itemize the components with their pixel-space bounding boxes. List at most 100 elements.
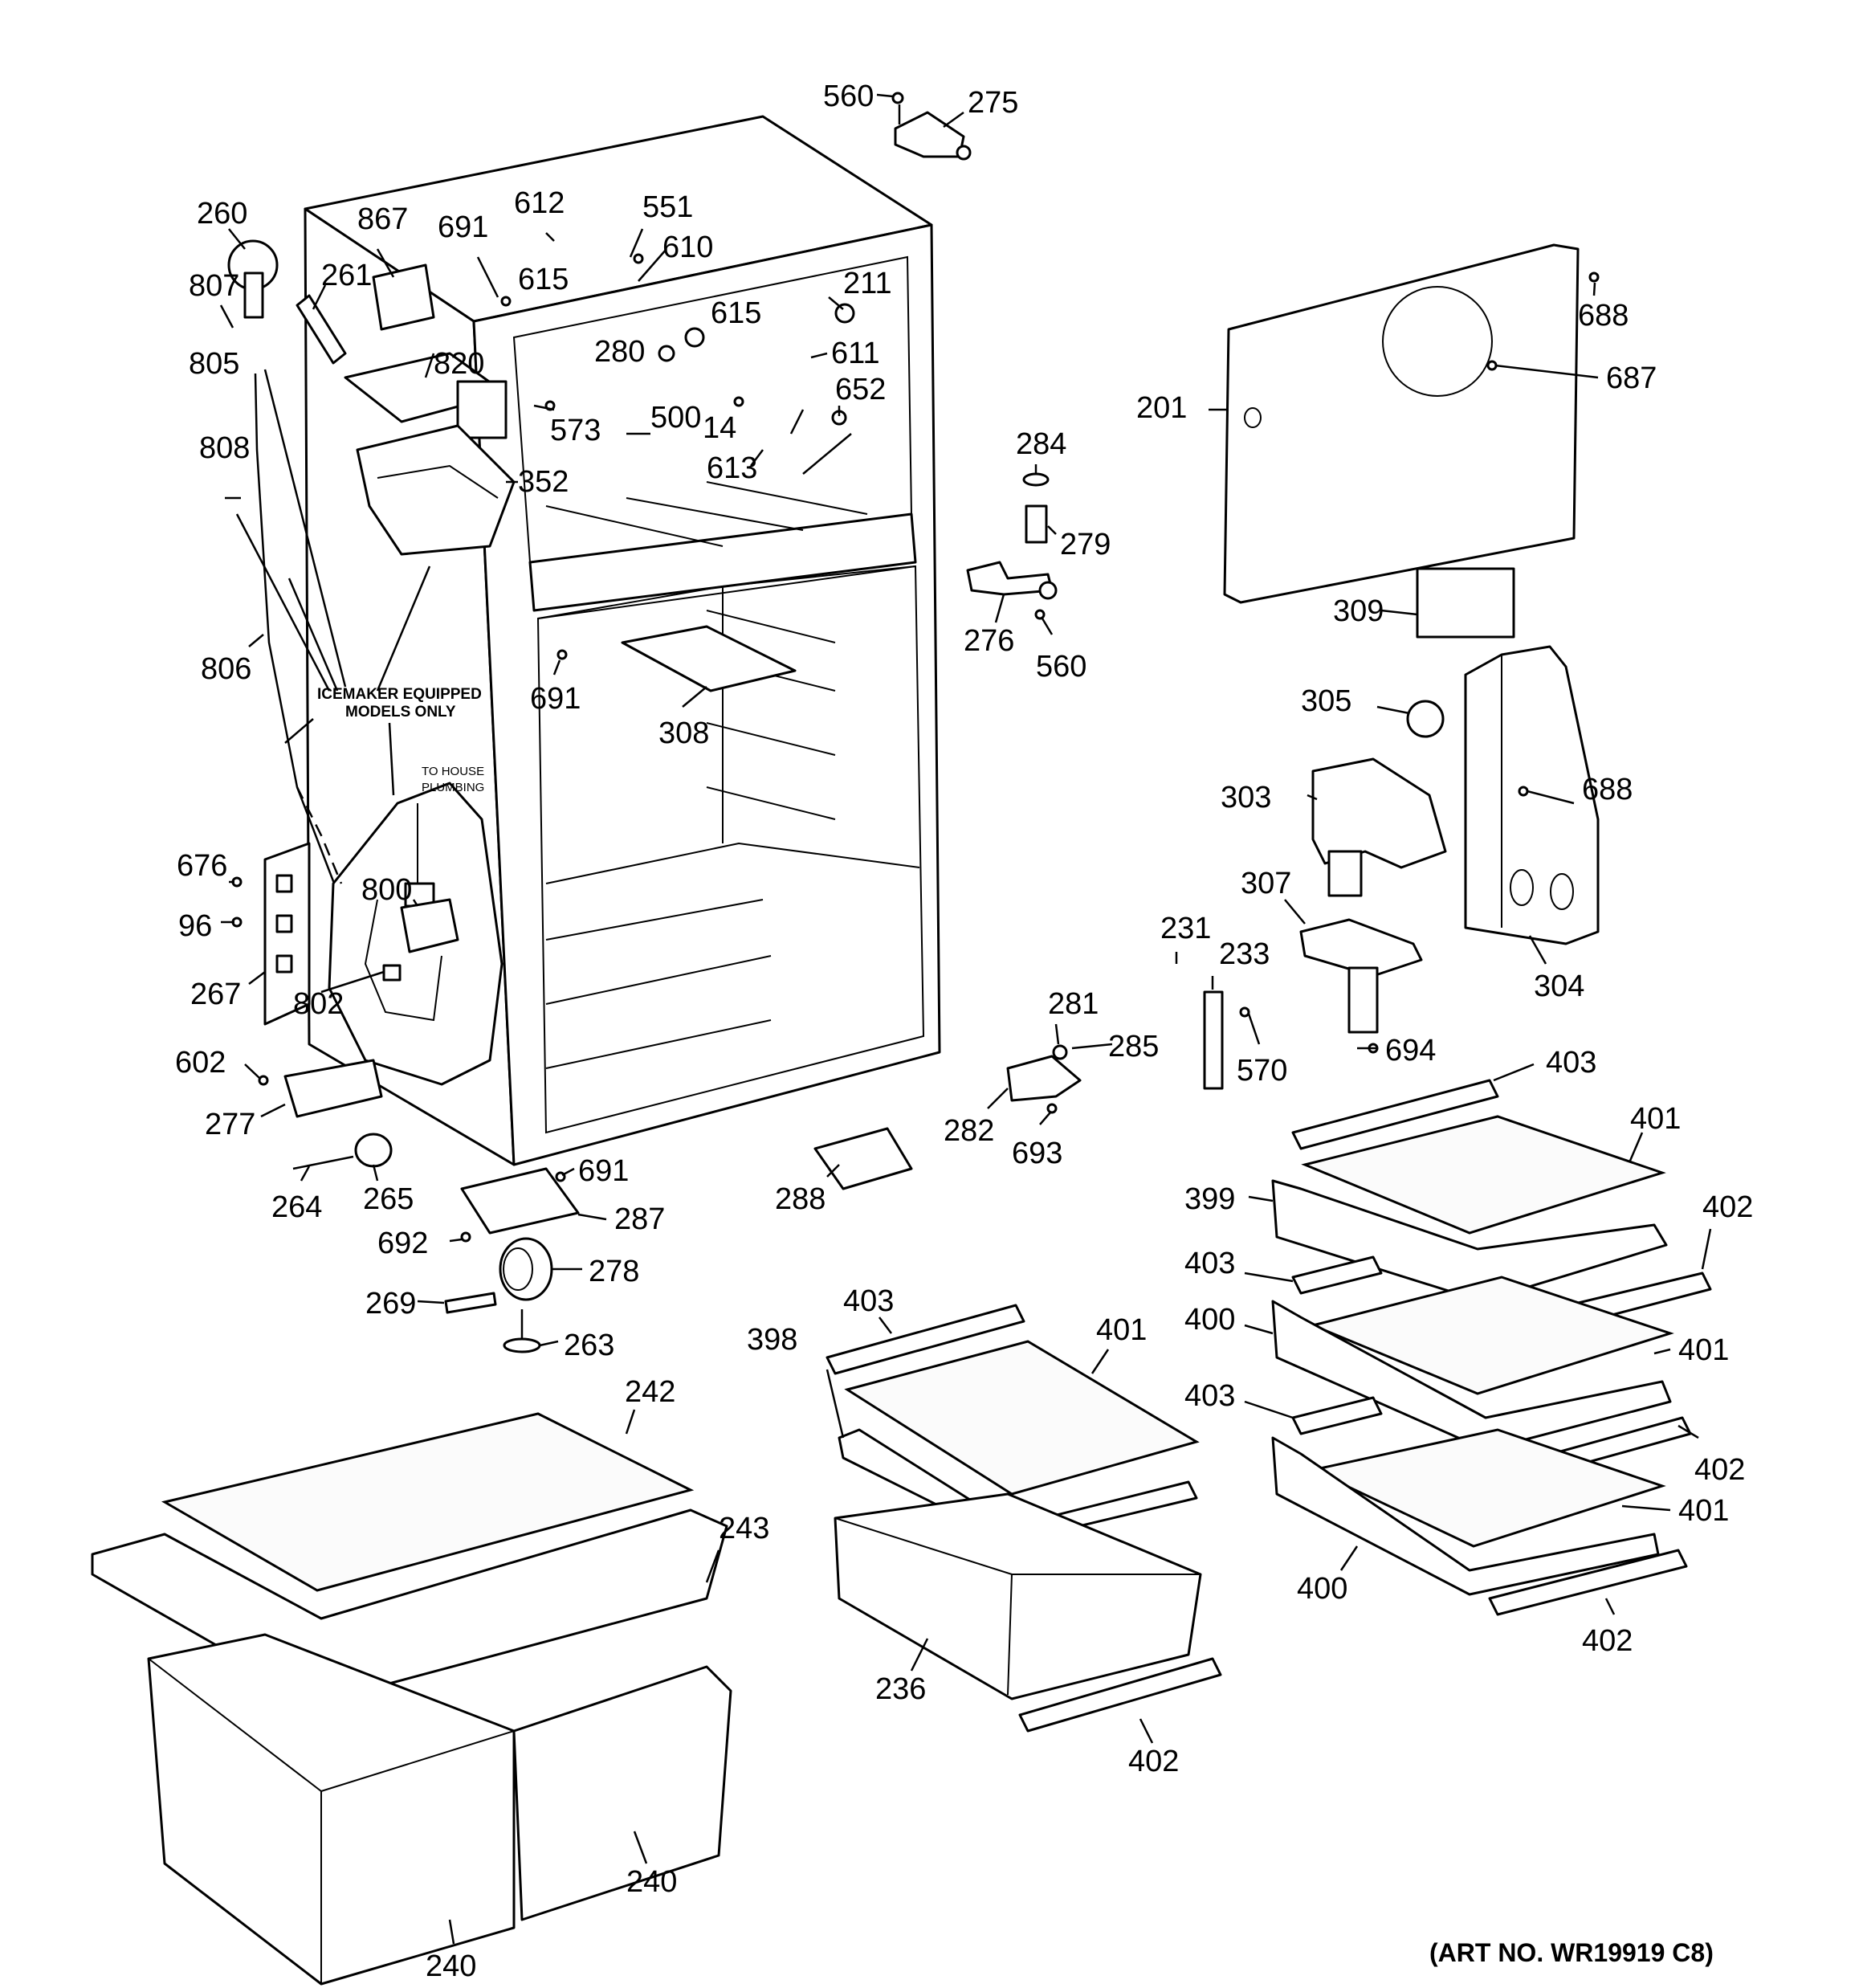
part-label: 403 [1184, 1247, 1235, 1280]
part-label: 265 [363, 1182, 414, 1216]
part-label: 820 [434, 347, 484, 381]
part-label: 264 [271, 1190, 322, 1224]
part-label: 800 [361, 873, 412, 907]
part-label: 285 [1108, 1030, 1159, 1063]
part-label: 14 [703, 411, 736, 445]
part-label: 275 [968, 86, 1018, 120]
part-label: 287 [614, 1202, 665, 1236]
part-label: 400 [1184, 1303, 1235, 1337]
part-label: 402 [1694, 1453, 1745, 1487]
part-label: 309 [1333, 594, 1384, 628]
part-label: 676 [177, 849, 227, 883]
part-label: 276 [964, 624, 1014, 658]
part-label: 263 [564, 1329, 614, 1362]
control-housing [1299, 645, 1600, 1034]
part-label: 806 [201, 652, 251, 686]
part-label: 260 [197, 197, 247, 231]
part-label: 233 [1219, 937, 1270, 971]
part-label: 403 [1184, 1379, 1235, 1413]
part-label: 691 [530, 682, 581, 716]
part-label: 402 [1128, 1745, 1179, 1778]
part-label: 261 [321, 259, 372, 292]
part-label: 282 [944, 1114, 994, 1148]
part-label: 652 [835, 373, 886, 406]
part-labels: 560 275 260 867 612 691 551 610 807 261 … [175, 80, 1753, 1983]
part-label: 808 [199, 431, 250, 465]
part-label: 240 [426, 1949, 476, 1983]
part-label: 573 [550, 414, 601, 447]
part-label: 400 [1297, 1572, 1347, 1606]
plumbing-note: TO HOUSE PLUMBING [422, 765, 484, 794]
part-label: 688 [1582, 773, 1633, 806]
part-label: 802 [293, 987, 344, 1021]
part-label: 401 [1678, 1494, 1729, 1528]
part-label: 693 [1012, 1137, 1062, 1170]
part-label: 278 [589, 1255, 639, 1288]
part-label: 688 [1578, 299, 1629, 333]
part-label: 867 [357, 202, 408, 236]
part-label: 610 [662, 231, 713, 264]
part-label: 402 [1702, 1190, 1753, 1224]
art-number: (ART NO. WR19919 C8) [1429, 1938, 1714, 1967]
part-label: 242 [625, 1375, 675, 1409]
side-hinge [263, 842, 311, 1026]
part-label: 402 [1582, 1624, 1633, 1658]
part-label: 240 [626, 1865, 677, 1899]
part-label: 398 [747, 1323, 797, 1357]
part-label: 401 [1678, 1333, 1729, 1367]
icemaker-note: ICEMAKER EQUIPPED MODELS ONLY [317, 686, 482, 720]
plumbing-note-line1: TO HOUSE [422, 765, 484, 778]
bottom-hardware [283, 990, 1224, 1353]
part-label: 288 [775, 1182, 826, 1216]
right-shelves [1271, 1079, 1712, 1616]
part-label: 602 [175, 1046, 226, 1080]
left-crispers [91, 1412, 732, 1986]
part-label: 352 [518, 465, 569, 499]
part-label: 401 [1630, 1102, 1681, 1136]
part-label: 307 [1241, 867, 1291, 900]
part-label: 613 [707, 451, 757, 485]
leader-lines [219, 93, 1712, 1945]
part-label: 807 [189, 269, 239, 303]
part-label: 303 [1221, 781, 1271, 814]
plumbing-note-line2: PLUMBING [422, 781, 484, 794]
part-label: 269 [365, 1287, 416, 1321]
icemaker-note-line2: MODELS ONLY [345, 704, 456, 720]
part-label: 615 [711, 296, 761, 330]
part-label: 267 [190, 978, 241, 1011]
part-label: 694 [1385, 1034, 1436, 1067]
part-label: 401 [1096, 1313, 1147, 1347]
part-label: 96 [178, 909, 212, 943]
part-label: 403 [843, 1284, 894, 1318]
part-label: 570 [1237, 1054, 1287, 1088]
part-label: 615 [518, 263, 569, 296]
part-label: 611 [831, 337, 880, 370]
center-hinge [966, 472, 1058, 600]
part-label: 201 [1136, 391, 1187, 425]
part-label: 551 [642, 190, 693, 224]
part-label: 560 [823, 80, 874, 113]
part-label: 277 [205, 1108, 255, 1141]
part-label: 403 [1546, 1046, 1596, 1080]
part-label: 304 [1534, 970, 1584, 1003]
part-label: 687 [1606, 361, 1657, 395]
rear-panel [1223, 243, 1580, 639]
icemaker-note-line1: ICEMAKER EQUIPPED [317, 686, 482, 703]
part-label: 560 [1036, 650, 1086, 684]
part-label: 691 [578, 1154, 629, 1188]
part-label: 279 [1060, 528, 1111, 561]
part-label: 211 [843, 267, 892, 300]
icemaker-assembly [227, 239, 516, 1086]
part-label: 500 [650, 401, 701, 435]
part-label: 805 [189, 347, 239, 381]
top-hinge [894, 104, 972, 161]
center-crisper [826, 1304, 1222, 1733]
part-label: 280 [594, 335, 645, 369]
part-label: 231 [1160, 912, 1211, 945]
part-label: 691 [438, 210, 488, 244]
part-label: 236 [875, 1672, 926, 1706]
part-label: 281 [1048, 987, 1099, 1021]
part-label: 243 [719, 1512, 769, 1545]
part-label: 612 [514, 186, 565, 220]
